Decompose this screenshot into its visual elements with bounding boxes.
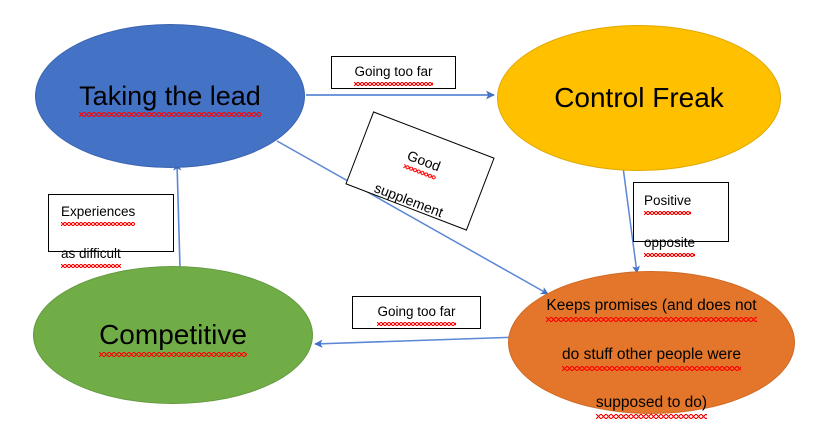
node-keeps-promises-label: Keeps promises (and does not do stuff ot… [536,270,766,419]
label-good-supplement-line-1: Good [404,145,444,177]
label-positive-opposite-line-1: Positive [644,191,692,215]
node-keeps-promises-line-3: supposed to do) [595,391,708,419]
label-going-too-far-top[interactable]: Going too far [331,56,456,89]
label-going-too-far-bottom[interactable]: Going too far [352,296,481,329]
label-going-too-far-top-text: Going too far [354,62,433,86]
node-keeps-promises-line-2: do stuff other people were [562,343,741,371]
label-good-supplement[interactable]: Good supplement [345,111,495,231]
label-experiences-line-1: Experiences [61,202,136,226]
arrow-keeps-promises-to-competitive [314,336,521,348]
node-competitive-text: Competitive [99,317,247,357]
label-going-too-far-bottom-text: Going too far [377,302,456,326]
node-taking-the-lead-text: Taking the lead [79,79,261,117]
node-keeps-promises[interactable]: Keeps promises (and does not do stuff ot… [508,270,795,419]
node-taking-the-lead[interactable]: Taking the lead [35,24,305,168]
node-competitive[interactable]: Competitive [33,266,313,404]
label-good-supplement-text: Good supplement [371,119,469,223]
label-positive-opposite[interactable]: Positive opposite [633,182,729,257]
arrow-competitive-to-taking-the-lead [173,162,182,269]
label-positive-opposite-text: Positive opposite [644,170,728,257]
node-keeps-promises-line-1: Keeps promises (and does not [546,294,757,323]
node-control-freak-label: Control Freak [554,82,724,114]
label-experiences-line-2: as difficult [61,244,121,268]
node-competitive-label: Competitive [89,317,257,357]
label-positive-opposite-line-2: opposite [644,233,696,257]
label-experiences-as-difficult-text: Experiences as difficult [61,181,173,268]
node-control-freak[interactable]: Control Freak [497,25,781,171]
node-taking-the-lead-label: Taking the lead [69,79,271,117]
label-experiences-as-difficult[interactable]: Experiences as difficult [48,194,174,268]
label-good-supplement-line-2: supplement [372,179,446,221]
